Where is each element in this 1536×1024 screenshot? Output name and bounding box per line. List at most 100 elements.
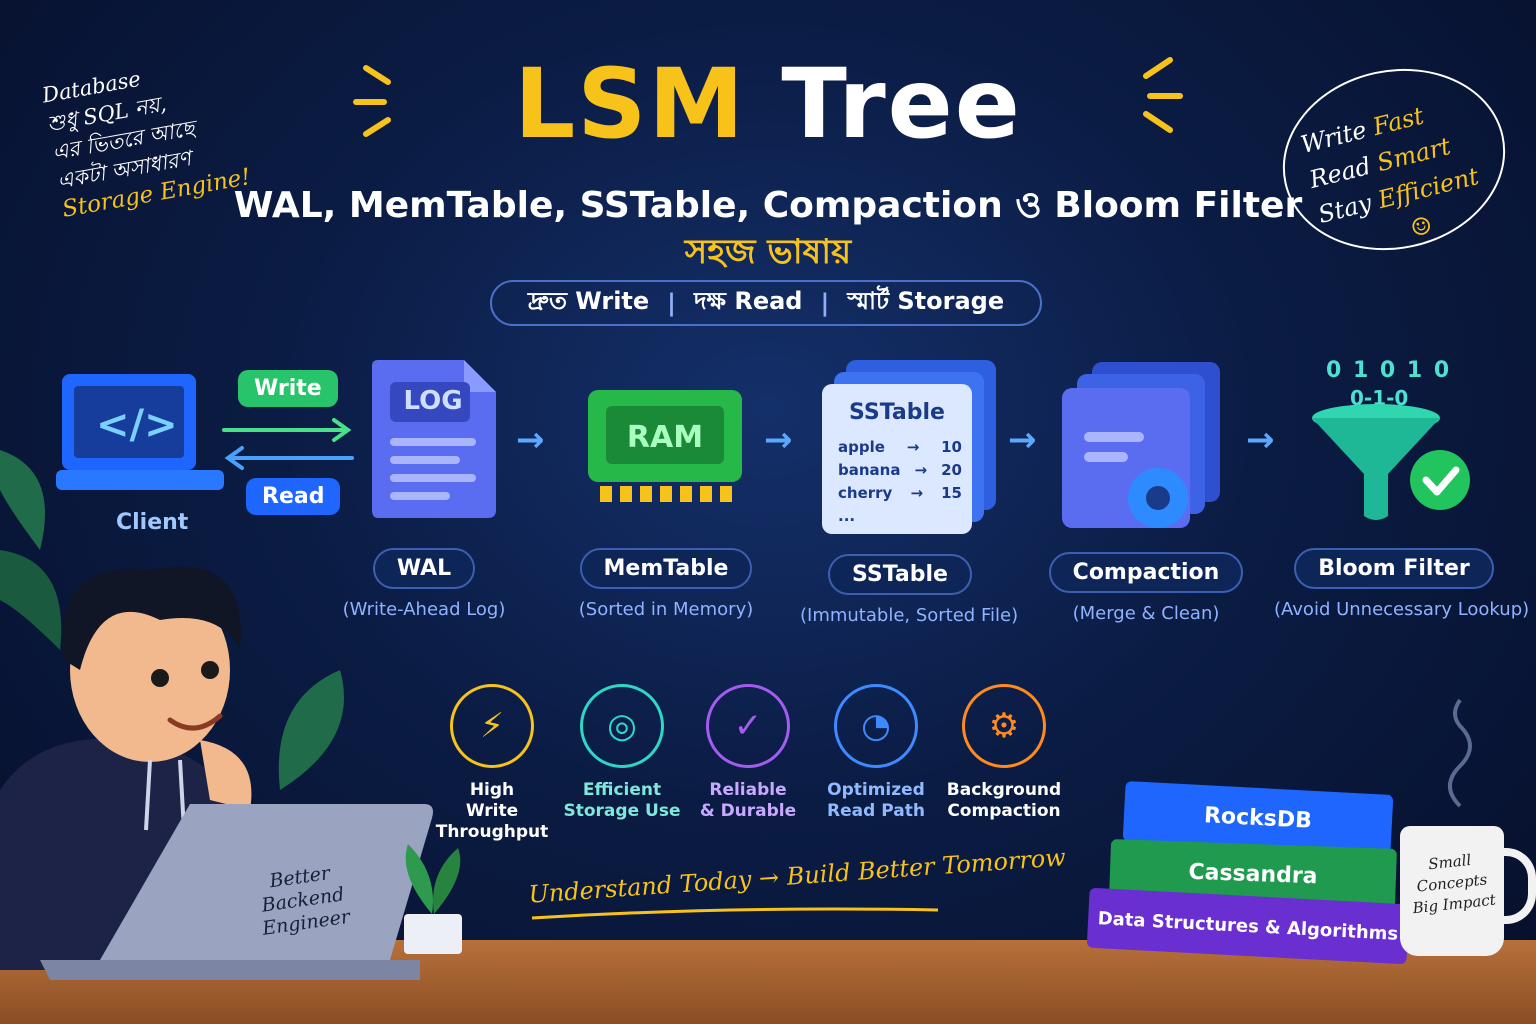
lightning-icon: ⚡ xyxy=(450,684,534,768)
mug-handle xyxy=(1490,848,1536,924)
sstable-rows: apple → 10 banana → 20 cherry → 15 ... xyxy=(838,438,962,530)
gear-icon: ⚙ xyxy=(962,684,1046,768)
sstable-value: 15 xyxy=(941,484,962,502)
feature-line: Storage Use xyxy=(563,801,681,821)
sstable-key: cherry xyxy=(838,484,893,502)
page-title: LSM Tree xyxy=(0,48,1536,160)
client-label: Client xyxy=(116,510,189,535)
log-icon-text: LOG xyxy=(403,386,463,416)
stage-desc: (Merge & Clean) xyxy=(1072,603,1220,624)
stage-desc: (Avoid Unnecessary Lookup) xyxy=(1274,599,1530,620)
ram-icon-text: RAM xyxy=(626,420,704,455)
stage-bloom-filter: Bloom Filter (Avoid Unnecessary Lookup) xyxy=(1274,548,1529,620)
sstable-row: apple → 10 xyxy=(838,438,962,461)
potted-plant-icon xyxy=(404,844,462,954)
steam-icon xyxy=(1448,698,1472,808)
sstable-key: banana xyxy=(838,461,901,479)
read-chip: Read xyxy=(246,478,341,515)
sstable-value: 20 xyxy=(941,461,962,479)
mug: Small Concepts Big Impact xyxy=(1397,826,1536,956)
subtitle-bangla: সহজ ভাষায় xyxy=(684,232,852,272)
sstable-row: cherry → 15 xyxy=(838,484,962,507)
feature-line: & Durable xyxy=(699,801,797,821)
flow-arrow-icon: → xyxy=(1246,420,1275,460)
mug-text: Small Concepts Big Impact xyxy=(1397,847,1507,921)
pill-separator: | xyxy=(820,289,830,317)
pill-separator: | xyxy=(667,289,676,317)
flow-arrow-icon: → xyxy=(1008,420,1037,460)
sparkle-right-icon xyxy=(1143,57,1183,133)
log-file-icon xyxy=(372,360,496,518)
feature-line: Compaction xyxy=(947,801,1061,821)
stage-sstable: SSTable (Immutable, Sorted File) xyxy=(800,554,1019,626)
title-tree: Tree xyxy=(781,48,1022,160)
stage-compaction: Compaction (Merge & Clean) xyxy=(1046,552,1246,624)
write-chip: Write xyxy=(238,370,338,407)
feature-line: Efficient xyxy=(582,780,662,800)
stage-wal: WAL (Write-Ahead Log) xyxy=(324,548,524,620)
sstable-key: apple xyxy=(838,438,885,456)
tagline-right: Build Better Tomorrow xyxy=(785,843,1067,891)
tagline-arrow-icon: → xyxy=(758,863,781,893)
feature-line: Write Throughput xyxy=(435,801,549,842)
flow-arrow-icon: → xyxy=(764,420,793,460)
bloom-bits-row1: 0 1 0 1 0 xyxy=(1326,358,1452,383)
shield-check-icon: ✓ xyxy=(706,684,790,768)
stage-name: Bloom Filter xyxy=(1294,548,1494,589)
title-lsm: LSM xyxy=(514,48,746,160)
write-read-arrows xyxy=(222,418,354,470)
flow-arrow-icon: → xyxy=(516,420,545,460)
pill-item-storage: স্মার্ট Storage xyxy=(847,287,1005,315)
feature-label: Reliable& Durable xyxy=(678,780,818,822)
feature-line: Reliable xyxy=(709,780,787,800)
sstable-key: ... xyxy=(838,507,856,525)
sstable-icon-title: SSTable xyxy=(849,400,945,425)
stage-desc: (Write-Ahead Log) xyxy=(342,599,506,620)
speedometer-icon: ◔ xyxy=(834,684,918,768)
stage-name: Compaction xyxy=(1048,552,1244,593)
laptop-icon xyxy=(56,374,224,490)
stage-memtable: MemTable (Sorted in Memory) xyxy=(566,548,766,620)
feature-pill: দ্রুত Write | দক্ষ Read | স্মার্ট Storag… xyxy=(490,280,1042,326)
tagline-underline xyxy=(531,907,939,920)
plant-leaves-icon xyxy=(278,670,344,790)
compaction-gear-icon xyxy=(1062,362,1220,528)
stage-desc: (Sorted in Memory) xyxy=(578,599,754,620)
sstable-row: ... xyxy=(838,507,962,530)
feature-reliable: ✓ Reliable& Durable xyxy=(678,684,818,822)
database-icon: ◎ xyxy=(580,684,664,768)
subtitle: WAL, MemTable, SSTable, Compaction ও Blo… xyxy=(233,185,1303,226)
funnel-icon xyxy=(1312,404,1470,520)
sstable-row: banana → 20 xyxy=(838,461,962,484)
code-icon: </> xyxy=(96,402,178,448)
plant-leaves-icon xyxy=(0,450,62,650)
sparkle-left-icon xyxy=(353,65,391,137)
sstable-value: 10 xyxy=(941,438,962,456)
feature-line: Background xyxy=(946,780,1062,800)
tagline: Understand Today → Build Better Tomorrow xyxy=(528,843,1067,908)
arrow-icon: → xyxy=(910,484,924,502)
ram-chip-icon xyxy=(588,390,742,502)
laptop-back-icon xyxy=(40,804,433,980)
feature-line: Optimized xyxy=(827,780,925,800)
note-right: Write Fast Read Smart Stay Efficient ☺ xyxy=(1265,48,1523,271)
pill-item-read: দক্ষ Read xyxy=(693,287,803,315)
feature-line: Read Path xyxy=(827,801,925,821)
stage-name: WAL xyxy=(372,548,476,589)
sstable-stack-icon xyxy=(822,360,996,534)
stage-desc: (Immutable, Sorted File) xyxy=(800,605,1019,626)
arrow-icon: → xyxy=(906,438,920,456)
arrow-icon: → xyxy=(914,461,928,479)
feature-line: High xyxy=(469,780,515,800)
pill-item-write: দ্রুত Write xyxy=(527,287,650,315)
stage-name: SSTable xyxy=(828,554,972,595)
stage-name: MemTable xyxy=(579,548,753,589)
